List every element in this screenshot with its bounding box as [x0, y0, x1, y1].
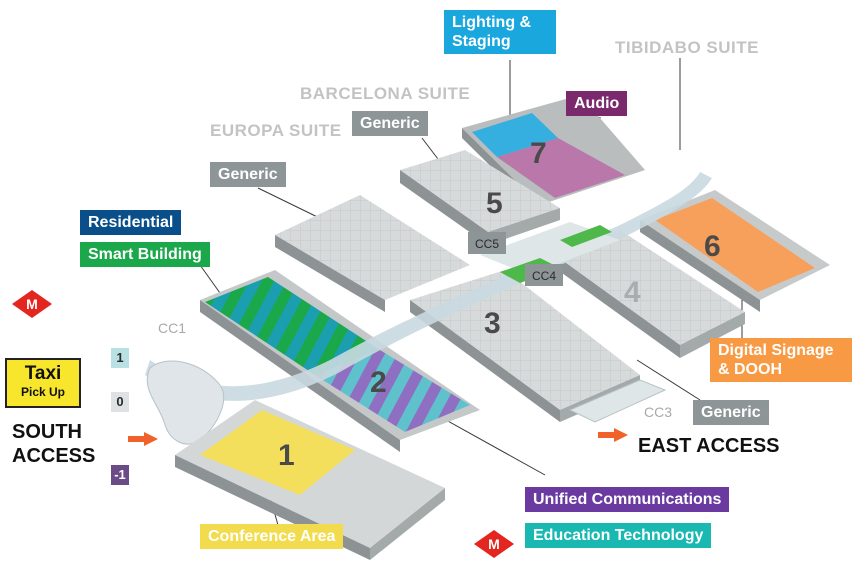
leader-lines [199, 58, 743, 526]
taxi-line1: Taxi [24, 363, 62, 384]
digital-line1: Digital Signage [718, 342, 834, 359]
level-minus-1[interactable]: -1 [111, 465, 129, 485]
lighting-line1: Lighting & [452, 14, 532, 31]
digital-line2: & DOOH [718, 361, 782, 378]
east-arrow-icon [598, 428, 628, 442]
hall-7-number: 7 [530, 137, 547, 170]
education-technology-tag[interactable]: Education Technology [525, 523, 712, 548]
svg-text:M: M [26, 296, 38, 312]
cc3-building [568, 379, 667, 423]
south-access-label: SOUTH ACCESS [12, 420, 95, 468]
hall-3-number: 3 [484, 307, 501, 340]
hall-2-number: 2 [370, 366, 387, 399]
hall-7[interactable] [462, 95, 645, 215]
east-access-label: EAST ACCESS [638, 435, 780, 457]
cc1-label: CC1 [158, 320, 187, 336]
europa-suite-label: EUROPA SUITE [210, 121, 342, 140]
hall-5-number: 5 [486, 187, 503, 220]
digital-signage-tag[interactable]: Digital Signage & DOOH [710, 338, 852, 382]
conference-area-tag[interactable]: Conference Area [200, 524, 344, 549]
south-line1: SOUTH [12, 421, 82, 443]
hall-1-number: 1 [278, 439, 295, 472]
metro-icon-west: M [12, 290, 52, 318]
generic-tag-east[interactable]: Generic [693, 400, 769, 425]
hall-4-number: 4 [624, 276, 641, 309]
generic-hall[interactable] [275, 195, 470, 312]
barcelona-suite-label: BARCELONA SUITE [300, 84, 471, 103]
residential-tag[interactable]: Residential [80, 210, 182, 235]
cc5-label: CC5 [475, 237, 499, 251]
cc3-label: CC3 [644, 404, 673, 420]
smart-building-tag[interactable]: Smart Building [80, 242, 210, 267]
hall-6-number: 6 [704, 230, 721, 263]
cc4-box: CC4 [525, 264, 563, 286]
hall-4[interactable] [555, 230, 745, 358]
cc5-box: CC5 [468, 232, 506, 254]
lighting-staging-tag[interactable]: Lighting & Staging [444, 10, 556, 54]
svg-text:M: M [488, 536, 500, 552]
level-1[interactable]: 1 [111, 348, 129, 368]
taxi-line2: Pick Up [20, 385, 65, 399]
cc4-label: CC4 [532, 269, 556, 283]
level-0[interactable]: 0 [111, 392, 129, 412]
metro-icon-south: M [474, 530, 514, 558]
lighting-line2: Staging [452, 33, 511, 50]
generic-tag-barcelona[interactable]: Generic [352, 111, 428, 136]
generic-tag-europa[interactable]: Generic [210, 162, 286, 187]
south-line2: ACCESS [12, 445, 96, 467]
tibidabo-suite-label: TIBIDABO SUITE [615, 38, 759, 57]
audio-tag[interactable]: Audio [566, 91, 628, 116]
hall-6[interactable] [640, 190, 830, 312]
taxi-pickup-sign[interactable]: Taxi Pick Up [5, 358, 81, 408]
unified-communications-tag[interactable]: Unified Communications [525, 487, 730, 512]
south-arrow-icon [128, 432, 158, 446]
